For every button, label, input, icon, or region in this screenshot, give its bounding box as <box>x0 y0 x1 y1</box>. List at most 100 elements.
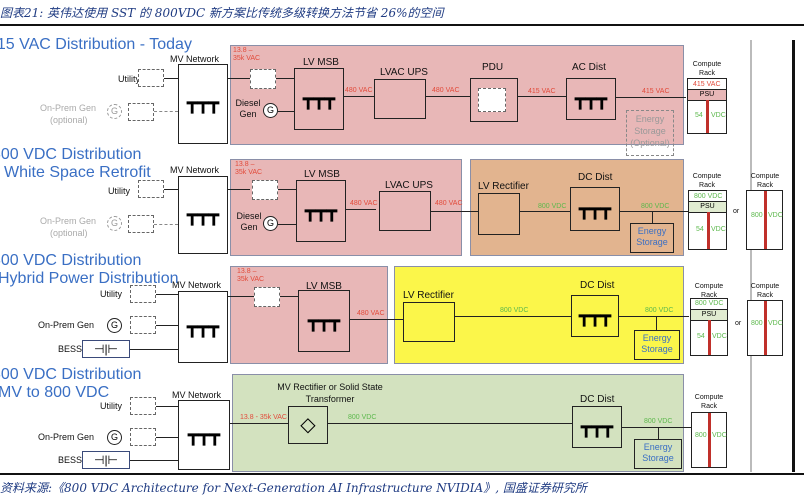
utility-label: Utility <box>108 186 130 196</box>
section-subtitle: White Space Retrofit <box>4 164 151 181</box>
sst-label: MV Rectifier or Solid State Transformer <box>277 382 383 404</box>
mv-network-box <box>178 176 228 254</box>
wire <box>431 211 478 213</box>
transformer-icon <box>128 103 154 121</box>
dc-dist-box <box>572 406 622 448</box>
busbar-icon: ┳┳┳ <box>574 89 608 109</box>
transformer-icon <box>252 180 278 200</box>
zone-ac <box>230 45 684 145</box>
wire <box>130 460 178 462</box>
voltage-label: 480 VAC <box>350 200 378 207</box>
busbar-icon: ┳┳┳ <box>578 199 612 219</box>
voltage-label: 800 VDC <box>348 414 377 421</box>
wire <box>276 78 294 80</box>
voltage-label: 800 VDC <box>641 203 670 210</box>
voltage-label: 800 VDC <box>645 307 674 314</box>
wire <box>656 316 658 330</box>
rack-output-value: 800 <box>751 212 763 219</box>
transformer-icon <box>138 180 164 198</box>
onprem-note: (optional) <box>50 115 88 125</box>
voltage-label: 800 VDC <box>538 203 567 210</box>
utility-label: Utility <box>118 74 140 84</box>
onprem-note: (optional) <box>50 228 88 238</box>
busbar-icon: ┳┳┳ <box>578 306 612 326</box>
wire <box>278 111 294 113</box>
lv-msb-box <box>296 180 346 242</box>
mv-network-box <box>178 64 228 144</box>
mv-voltage: 13.8 – 35k VAC <box>235 161 263 176</box>
rack-output-unit: VDC <box>768 212 783 219</box>
section-title: 800 VDC Distribution <box>0 146 142 163</box>
voltage-label: 480 VAC <box>345 87 373 94</box>
wire <box>616 97 686 99</box>
generator-icon: G <box>263 103 278 118</box>
busbar-icon: ┳┳┳ <box>304 201 338 221</box>
zone-ac <box>230 266 388 364</box>
transformer-icon <box>130 397 156 415</box>
wire <box>130 349 178 351</box>
rack-bus <box>764 301 767 355</box>
voltage-label: 415 VAC <box>528 88 556 95</box>
rack-title: Compute Rack <box>692 173 722 189</box>
rack-output-unit: VDC <box>768 320 783 327</box>
wire <box>230 423 288 425</box>
generator-icon: G <box>107 430 122 445</box>
mv-network-label: MV Network <box>172 280 222 290</box>
voltage-label: 480 VAC <box>435 200 463 207</box>
wire <box>350 319 403 321</box>
busbar-icon: ┳┳┳ <box>186 93 220 113</box>
or-label: or <box>735 320 742 327</box>
energy-storage: Energy Storage <box>634 439 682 469</box>
energy-storage-optional: Energy Storage (Optional) <box>626 110 674 156</box>
rectifier-label: LV Rectifier <box>478 181 529 192</box>
wire <box>426 96 470 98</box>
section-subtitle: MV to 800 VDC <box>0 384 110 401</box>
wire <box>518 96 566 98</box>
rack-bus <box>707 212 710 249</box>
voltage-label: 415 VAC <box>642 88 670 95</box>
dc-dist-label: DC Dist <box>578 172 613 183</box>
rack-title: Compute Rack <box>750 173 780 189</box>
wire <box>620 211 688 213</box>
bess-label: BESS <box>58 455 83 465</box>
rack-output-unit: VDC <box>711 226 726 233</box>
right-bar <box>792 40 795 472</box>
rack-output-unit: VDC <box>711 112 726 119</box>
rack-title: Compute Rack <box>692 61 722 77</box>
mv-network-label: MV Network <box>172 390 222 400</box>
rectifier-bridge-icon: ◇ <box>288 406 328 444</box>
wire <box>455 316 571 318</box>
zone-dc <box>470 159 684 256</box>
wire <box>164 78 178 80</box>
ups-label: LVAC UPS <box>385 180 433 191</box>
wire <box>652 211 654 223</box>
lv-msb-box <box>294 68 344 130</box>
ups-box <box>374 79 426 119</box>
wire <box>346 209 376 211</box>
utility-label: Utility <box>100 289 122 299</box>
lv-msb-box <box>298 290 350 352</box>
rack-output-value: 800 <box>751 320 763 327</box>
lv-msb-label: LV MSB <box>303 57 339 68</box>
dashed-wire <box>154 224 178 225</box>
wire <box>622 427 692 429</box>
transformer-icon <box>138 69 164 87</box>
wire <box>156 437 178 439</box>
wire <box>228 78 250 80</box>
mv-network-label: MV Network <box>170 165 220 175</box>
lv-msb-label: LV MSB <box>306 281 342 292</box>
voltage-label: 480 VAC <box>357 310 385 317</box>
transformer-icon <box>478 88 506 112</box>
wire <box>228 296 254 298</box>
generator-icon: G <box>107 104 122 119</box>
busbar-icon: ┳┳┳ <box>302 89 336 109</box>
dc-dist-box <box>571 295 619 337</box>
rack-output-unit: VDC <box>712 432 727 439</box>
wire <box>156 294 178 296</box>
wire <box>278 189 296 191</box>
diesel-gen-label: Diesel Gen <box>236 211 262 232</box>
bess-label: BESS <box>58 344 83 354</box>
generator-icon: G <box>107 318 122 333</box>
onprem-label: On-Prem Gen <box>38 432 95 442</box>
transformer-icon <box>130 285 156 303</box>
